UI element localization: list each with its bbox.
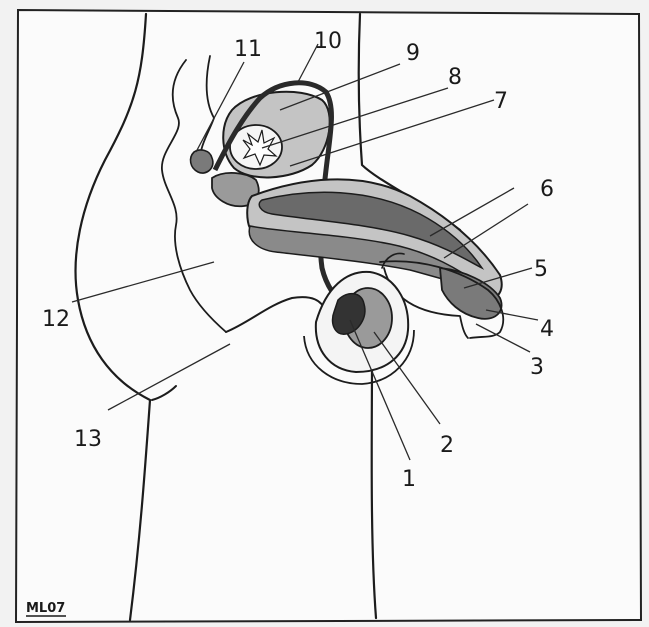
label-4: 4 xyxy=(540,317,554,342)
bladder xyxy=(223,92,329,178)
signature: ML07 xyxy=(26,601,65,616)
label-11: 11 xyxy=(234,37,262,62)
label-13: 13 xyxy=(74,427,102,452)
label-6: 6 xyxy=(540,177,554,202)
label-10: 10 xyxy=(314,29,342,54)
label-12: 12 xyxy=(42,307,70,332)
label-5: 5 xyxy=(534,257,548,282)
label-3: 3 xyxy=(530,355,544,380)
label-1-lower: 1 xyxy=(402,467,416,492)
label-8: 8 xyxy=(448,65,462,90)
label-9: 9 xyxy=(406,41,420,66)
label-2: 2 xyxy=(440,433,454,458)
label-7-upper: 7 xyxy=(494,89,508,114)
